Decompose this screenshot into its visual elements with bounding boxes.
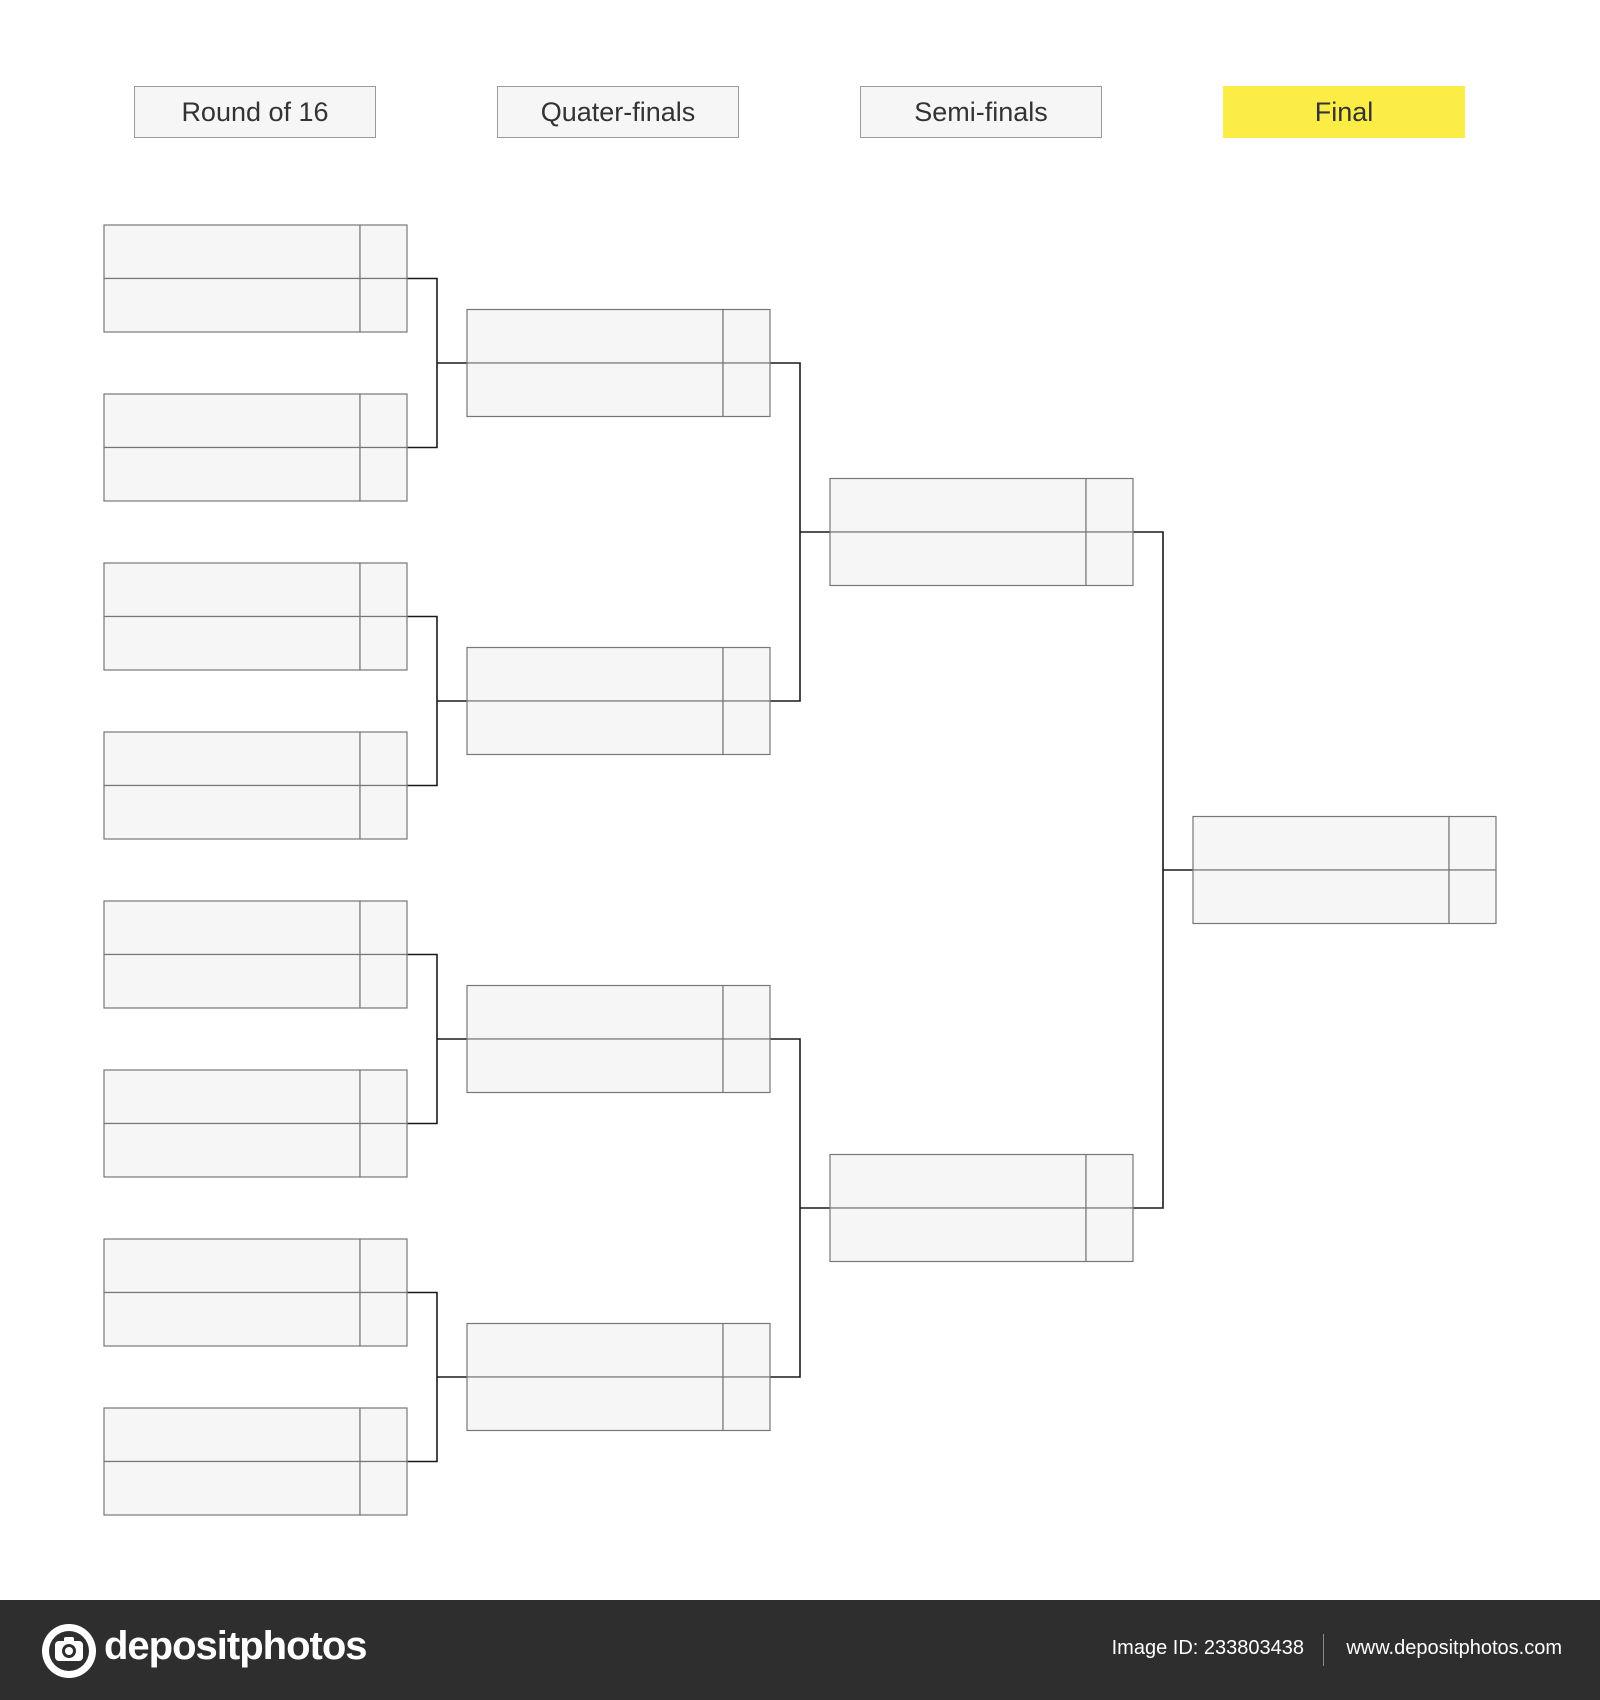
qf-match-3-team-2-slot[interactable] xyxy=(466,1038,724,1094)
sf-match-1-team-2-score[interactable] xyxy=(1085,531,1134,587)
connector-r16-3 xyxy=(407,953,467,1125)
r16-match-5-team-1-slot[interactable] xyxy=(103,900,361,956)
qf-match-1-team-2-score[interactable] xyxy=(722,362,771,418)
qf-match-2-team-1-slot[interactable] xyxy=(466,646,724,702)
sf-match-2-team-2-slot[interactable] xyxy=(829,1207,1087,1263)
r16-match-3-team-1-slot[interactable] xyxy=(103,562,361,618)
r16-match-1-team-2-score[interactable] xyxy=(359,277,408,333)
r16-match-2-team-1-slot[interactable] xyxy=(103,393,361,449)
r16-match-8-team-2-slot[interactable] xyxy=(103,1460,361,1516)
connector-r16-4 xyxy=(407,1291,467,1463)
brand-logo-text: depositphotos xyxy=(104,1624,368,1668)
qf-match-1-team-1-score[interactable] xyxy=(722,308,771,364)
f-match-1-team-1-score[interactable] xyxy=(1448,815,1497,871)
r16-match-7-team-2-slot[interactable] xyxy=(103,1291,361,1347)
quarter-finals-header: Quater-finals xyxy=(497,86,739,138)
r16-match-6-team-2-slot[interactable] xyxy=(103,1122,361,1178)
camera-icon xyxy=(42,1624,96,1678)
r16-match-6-team-1-slot[interactable] xyxy=(103,1069,361,1125)
sf-match-2-team-2-score[interactable] xyxy=(1085,1207,1134,1263)
r16-match-3-team-2-slot[interactable] xyxy=(103,615,361,671)
r16-match-3-team-2-score[interactable] xyxy=(359,615,408,671)
r16-match-7-team-2-score[interactable] xyxy=(359,1291,408,1347)
sf-match-1-team-1-slot[interactable] xyxy=(829,477,1087,533)
image-id-label: Image ID: 233803438 xyxy=(1111,1637,1304,1659)
r16-match-5-team-2-score[interactable] xyxy=(359,953,408,1009)
qf-match-2-team-2-score[interactable] xyxy=(722,700,771,756)
qf-match-4-team-2-score[interactable] xyxy=(722,1376,771,1432)
connector-r16-2 xyxy=(407,615,467,787)
tournament-bracket xyxy=(103,224,1497,1516)
qf-match-4-team-1-score[interactable] xyxy=(722,1322,771,1378)
qf-match-4-team-1-slot[interactable] xyxy=(466,1322,724,1378)
qf-match-2-team-1-score[interactable] xyxy=(722,646,771,702)
r16-match-7-team-1-score[interactable] xyxy=(359,1238,408,1294)
sf-match-2-team-1-slot[interactable] xyxy=(829,1153,1087,1209)
r16-match-1-team-2-slot[interactable] xyxy=(103,277,361,333)
r16-match-2-team-2-score[interactable] xyxy=(359,446,408,502)
r16-match-7-team-1-slot[interactable] xyxy=(103,1238,361,1294)
f-match-1-team-2-score[interactable] xyxy=(1448,869,1497,925)
r16-match-3-team-1-score[interactable] xyxy=(359,562,408,618)
final-header: Final xyxy=(1223,86,1465,138)
footer-divider xyxy=(1323,1634,1324,1666)
connector-r16-1 xyxy=(407,277,467,449)
r16-match-6-team-2-score[interactable] xyxy=(359,1122,408,1178)
r16-match-8-team-2-score[interactable] xyxy=(359,1460,408,1516)
site-url-link[interactable]: www.depositphotos.com xyxy=(1346,1637,1562,1659)
r16-match-2-team-1-score[interactable] xyxy=(359,393,408,449)
round-of-16-header: Round of 16 xyxy=(134,86,376,138)
sf-match-1-team-1-score[interactable] xyxy=(1085,477,1134,533)
r16-match-4-team-1-slot[interactable] xyxy=(103,731,361,787)
r16-match-5-team-1-score[interactable] xyxy=(359,900,408,956)
connector-qf-2 xyxy=(770,1038,830,1378)
footer-bar: depositphotos Image ID: 233803438 www.de… xyxy=(0,1600,1600,1700)
qf-match-3-team-2-score[interactable] xyxy=(722,1038,771,1094)
connector-sf-1 xyxy=(1133,531,1193,1209)
f-match-1-team-2-slot[interactable] xyxy=(1192,869,1450,925)
sf-match-1-team-2-slot[interactable] xyxy=(829,531,1087,587)
r16-match-8-team-1-score[interactable] xyxy=(359,1407,408,1463)
qf-match-4-team-2-slot[interactable] xyxy=(466,1376,724,1432)
semi-finals-header: Semi-finals xyxy=(860,86,1102,138)
f-match-1-team-1-slot[interactable] xyxy=(1192,815,1450,871)
r16-match-4-team-1-score[interactable] xyxy=(359,731,408,787)
qf-match-1-team-2-slot[interactable] xyxy=(466,362,724,418)
r16-match-4-team-2-slot[interactable] xyxy=(103,784,361,840)
r16-match-4-team-2-score[interactable] xyxy=(359,784,408,840)
sf-match-2-team-1-score[interactable] xyxy=(1085,1153,1134,1209)
connector-qf-1 xyxy=(770,362,830,702)
r16-match-5-team-2-slot[interactable] xyxy=(103,953,361,1009)
r16-match-6-team-1-score[interactable] xyxy=(359,1069,408,1125)
r16-match-2-team-2-slot[interactable] xyxy=(103,446,361,502)
r16-match-1-team-1-slot[interactable] xyxy=(103,224,361,280)
qf-match-2-team-2-slot[interactable] xyxy=(466,700,724,756)
r16-match-1-team-1-score[interactable] xyxy=(359,224,408,280)
r16-match-8-team-1-slot[interactable] xyxy=(103,1407,361,1463)
qf-match-3-team-1-score[interactable] xyxy=(722,984,771,1040)
qf-match-1-team-1-slot[interactable] xyxy=(466,308,724,364)
qf-match-3-team-1-slot[interactable] xyxy=(466,984,724,1040)
